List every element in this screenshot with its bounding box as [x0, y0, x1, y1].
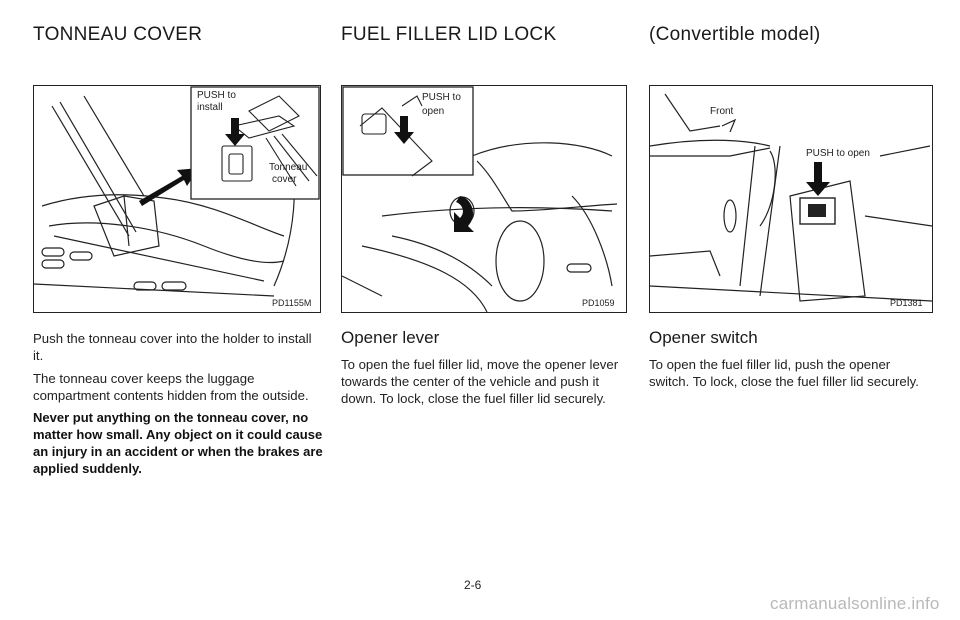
- opener-lever-illustration: PUSH to open PD1059: [341, 85, 627, 313]
- page-number: 2-6: [464, 578, 482, 592]
- tonneau-cover-drawing: [34, 86, 320, 297]
- cover-callout: cover: [272, 174, 297, 185]
- install-callout: install: [197, 102, 223, 113]
- opener-lever-drawing: [342, 86, 618, 312]
- opener-lever-instructions: To open the fuel filler lid, move the op…: [341, 357, 619, 406]
- opener-switch-subheading: Opener switch: [649, 328, 758, 347]
- tonneau-description: The tonneau cover keeps the luggage comp…: [33, 371, 309, 403]
- tonneau-cover-heading: TONNEAU COVER: [33, 24, 203, 45]
- safety-warning: Never put anything on the tonneau cover,…: [33, 410, 323, 476]
- opener-lever-subheading: Opener lever: [341, 328, 440, 347]
- opener-switch-instructions: To open the fuel filler lid, push the op…: [649, 357, 919, 389]
- front-callout: Front: [710, 106, 734, 117]
- opener-switch-drawing: [650, 93, 932, 302]
- figure-code: PD1059: [582, 298, 615, 308]
- push-to-callout: PUSH to: [422, 92, 461, 103]
- opener-switch-illustration: Front PUSH to open PD1381: [649, 85, 933, 313]
- watermark: carmanualsonline.info: [770, 594, 940, 613]
- figure-code: PD1155M: [272, 298, 312, 308]
- figure-code: PD1381: [890, 298, 923, 308]
- convertible-model-heading: (Convertible model): [649, 24, 821, 45]
- fuel-filler-lid-lock-heading: FUEL FILLER LID LOCK: [341, 24, 557, 45]
- push-to-callout: PUSH to: [197, 90, 236, 101]
- tonneau-callout: Tonneau: [269, 162, 308, 173]
- open-callout: open: [422, 106, 445, 117]
- push-to-open-callout: PUSH to open: [806, 148, 870, 159]
- tonneau-cover-illustration: PUSH to install Tonneau cover PD1155M: [33, 85, 321, 313]
- install-instruction: Push the tonneau cover into the holder t…: [33, 331, 312, 363]
